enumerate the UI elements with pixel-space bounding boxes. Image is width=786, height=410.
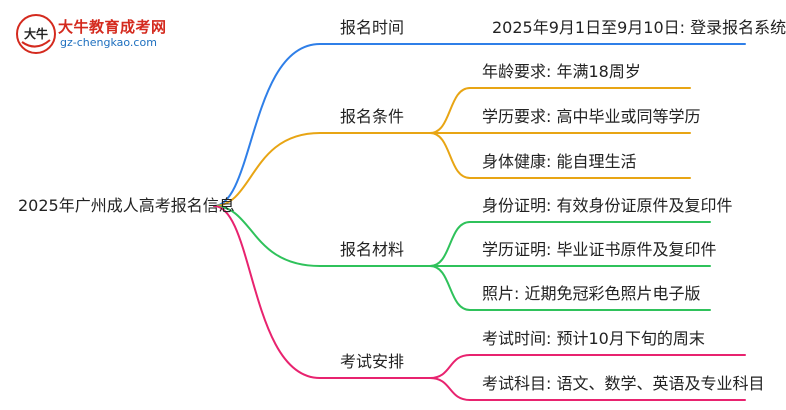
- leaf-label: 2025年9月1日至9月10日: 登录报名系统: [492, 18, 786, 37]
- leaf-connector: [429, 354, 471, 379]
- branch-connector: [213, 205, 321, 267]
- leaf-label: 考试时间: 预计10月下旬的周末: [482, 329, 705, 348]
- branch-label: 报名条件: [340, 107, 405, 126]
- logo-mark-text: 大牛: [24, 26, 48, 41]
- leaf-label: 学历要求: 高中毕业或同等学历: [482, 107, 701, 126]
- leaf-label: 学历证明: 毕业证书原件及复印件: [482, 240, 717, 259]
- logo: 大牛 大牛教育成考网 gz-chengkao.com: [14, 12, 174, 56]
- branch-connector: [213, 132, 321, 207]
- logo-title: 大牛教育成考网: [58, 18, 167, 36]
- branch-label: 报名材料: [340, 240, 405, 259]
- root-topic: 2025年广州成人高考报名信息: [18, 196, 235, 215]
- branch-connector: [213, 205, 321, 379]
- leaf-connector: [429, 87, 471, 134]
- leaf-label: 照片: 近期免冠彩色照片电子版: [482, 284, 701, 303]
- leaf-label: 身份证明: 有效身份证原件及复印件: [482, 196, 733, 215]
- branch-label: 考试安排: [340, 352, 405, 371]
- leaf-connector: [429, 132, 471, 179]
- leaf-label: 年龄要求: 年满18周岁: [482, 62, 641, 81]
- branch-connector: [213, 43, 321, 207]
- branch-label: 报名时间: [340, 18, 405, 37]
- leaf-connector: [429, 377, 471, 401]
- logo-url: gz-chengkao.com: [60, 36, 157, 49]
- logo-mark-icon: 大牛: [16, 14, 56, 54]
- leaf-label: 身体健康: 能自理生活: [482, 152, 637, 171]
- leaf-label: 考试科目: 语文、数学、英语及专业科目: [482, 374, 765, 393]
- leaf-connector: [429, 221, 471, 267]
- leaf-connector: [429, 265, 471, 311]
- mind-map-connectors: [213, 43, 746, 401]
